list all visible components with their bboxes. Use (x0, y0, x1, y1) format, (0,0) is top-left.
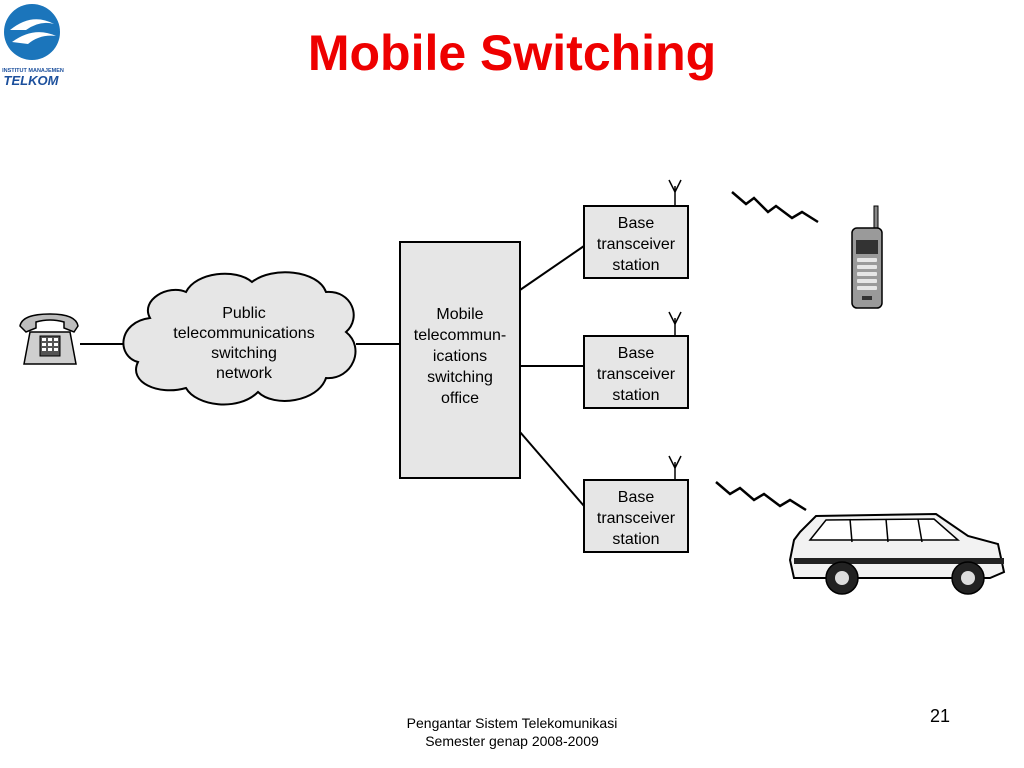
footer-line2: Semester genap 2008-2009 (425, 733, 599, 749)
antenna-icon (668, 311, 682, 336)
office-label-line2: telecommun- (414, 327, 506, 344)
telephone-icon (19, 313, 79, 365)
base-station-2: Base transceiver station (583, 311, 689, 409)
bts3-label-line2: transceiver (597, 510, 676, 527)
office-to-bts1-line (519, 245, 585, 291)
office-to-bts3-line (519, 431, 585, 507)
page-number: 21 (930, 706, 951, 726)
telkom-logo: INSTITUT MANAJEMEN TELKOM (2, 4, 64, 88)
logo-swoosh-top (10, 19, 54, 30)
office-label-line4: switching (427, 369, 493, 386)
switching-office-box (399, 241, 521, 479)
cloud-shape (122, 271, 357, 406)
logo-circle (4, 4, 60, 60)
logo-swoosh-bottom (12, 32, 56, 44)
footer-line1: Pengantar Sistem Telekomunikasi (406, 715, 618, 731)
base-station-box (583, 479, 689, 553)
bts1-label-line1: Base (618, 215, 655, 232)
antenna-icon (668, 179, 682, 206)
radio-wave-icon (731, 191, 819, 224)
bts1-label-line3: station (612, 257, 659, 274)
logo-line1: INSTITUT MANAJEMEN (2, 68, 64, 74)
cloud-label-line4: network (216, 365, 273, 382)
base-station-box (583, 335, 689, 409)
bts1-label-line2: transceiver (597, 236, 676, 253)
mobile-phone-icon (851, 205, 883, 309)
office-label-line1: Mobile (436, 306, 483, 323)
car-icon (788, 512, 1006, 595)
cloud-label-line3: switching (211, 345, 277, 362)
footer: Pengantar Sistem Telekomunikasi Semester… (372, 714, 652, 750)
antenna-icon (668, 455, 682, 480)
bts3-label-line3: station (612, 531, 659, 548)
logo-line2: TELKOM (4, 73, 60, 88)
bts2-label-line3: station (612, 387, 659, 404)
base-station-1: Base transceiver station (583, 179, 689, 279)
radio-wave-icon (715, 481, 807, 512)
page-title: Mobile Switching (307, 25, 717, 81)
office-label-line5: office (441, 390, 479, 407)
bts2-label-line2: transceiver (597, 366, 676, 383)
connections (80, 245, 585, 507)
cloud-label-line1: Public (222, 305, 266, 322)
base-station-box (583, 205, 689, 279)
office-label-line3: ications (433, 348, 487, 365)
bts3-label-line1: Base (618, 489, 655, 506)
bts2-label-line1: Base (618, 345, 655, 362)
cloud-label-line2: telecommunications (173, 325, 314, 342)
base-station-3: Base transceiver station (583, 455, 689, 553)
